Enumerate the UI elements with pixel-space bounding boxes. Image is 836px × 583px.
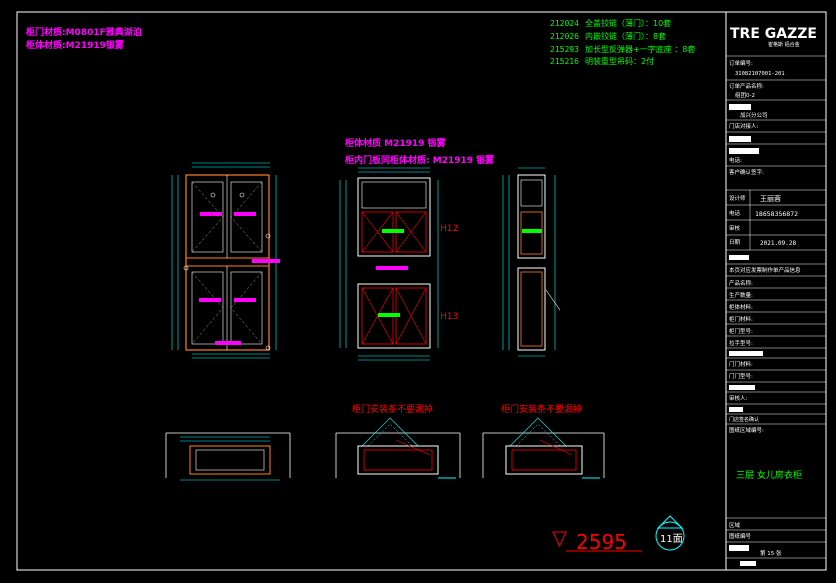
drawing-frame: [16, 11, 827, 571]
door-material-note: 柜门材质:M0801F雅典湖泊: [25, 26, 142, 38]
plan-view-1[interactable]: [165, 432, 291, 481]
hardware-text-2: 内嵌铰链（薄门）：8套: [585, 31, 666, 41]
order-name-label: 订单产品名称:: [729, 82, 764, 90]
plan-view-2[interactable]: [335, 417, 461, 479]
field-drawer-material: 门门材料:: [729, 360, 753, 368]
date-value: 2021.09.28: [760, 240, 797, 247]
center-inner-door-note: 柜内门板同柜体材质: M21919 银雾: [344, 154, 495, 166]
tel-label: 电话: [729, 209, 741, 217]
signer-label: 审核人:: [729, 394, 748, 402]
client-confirm-label: 客户确认签字:: [729, 168, 764, 176]
field-door-material: 柜门材料:: [729, 315, 753, 323]
page-region-label: 图纸区域编号:: [729, 426, 764, 434]
elevation-mark: 2595: [552, 530, 642, 554]
hardware-text-4: 明装重型吊码：2付: [585, 56, 654, 66]
review-label: 审核: [729, 224, 741, 232]
hardware-list: 212024 全盖铰链（薄门）：10套 212026 内嵌铰链（薄门）：8套 2…: [550, 18, 695, 66]
order-no: 31082107001-201: [735, 71, 785, 77]
page-label: 第 15 张: [760, 549, 782, 557]
field-handle-model: 拉手型号:: [729, 339, 753, 347]
brand-subtitle: 崔格斯 铝合金: [768, 41, 800, 48]
elevation-value: 2595: [576, 530, 627, 554]
hardware-code-1: 212024: [550, 19, 579, 28]
side-section-right[interactable]: [502, 167, 561, 357]
hardware-code-2: 212026: [550, 32, 579, 41]
field-door-model: 柜门型号:: [729, 327, 753, 335]
plan-view-3[interactable]: [482, 417, 605, 479]
cabinet-material-note: 柜体材质:M21919银雾: [25, 39, 125, 51]
hardware-text-1: 全盖铰链（薄门）：10套: [585, 18, 671, 28]
hardware-text-3: 加长型反弹器+一字底座 ：8套: [585, 44, 695, 54]
brand-logo: TRE GAZZE: [730, 26, 817, 42]
inner-elevation-center[interactable]: H12 H13: [339, 167, 458, 361]
red-note-plan-2: 柜门安装条不要漏掉: [501, 403, 582, 415]
field-product-name: 产品名称:: [729, 279, 753, 287]
field-drawer-model: 门门型号:: [729, 372, 753, 380]
area-label: 区域: [729, 521, 741, 529]
hardware-code-4: 215216: [550, 57, 579, 66]
front-elevation-left[interactable]: [171, 162, 280, 359]
factory-label: 门店签名确认: [729, 416, 759, 423]
date-label: 日期: [729, 239, 741, 246]
section-marker-label: 11面: [660, 534, 683, 545]
red-note-plan-1: 柜门安装条不要漏掉: [352, 403, 433, 415]
product-info-title: 本页对应发票制作单产品信息: [729, 266, 801, 274]
order-no-label: 订单编号:: [729, 59, 753, 67]
tel-value: 18658356872: [755, 210, 798, 218]
hardware-code-3: 215293: [550, 45, 579, 54]
room-title: 三层 女儿房衣柜: [736, 469, 802, 481]
designer-label: 设计师: [729, 194, 746, 202]
dimension-tag-h12: H12: [440, 224, 458, 234]
drawing-no-label: 图纸编号: [729, 532, 752, 540]
field-cabinet-material: 柜体材料:: [729, 303, 753, 311]
dimension-tag-h13: H13: [440, 312, 458, 322]
title-block: TRE GAZZE 崔格斯 铝合金 订单编号: 31082107001-201 …: [725, 11, 827, 571]
order-name: 组团0-2: [735, 91, 755, 99]
center-cabinet-material-note: 柜体材质 M21919 银雾: [344, 137, 447, 149]
section-marker[interactable]: 11面: [655, 515, 685, 551]
dealer-name: 加兴分公司: [740, 111, 768, 119]
designer-contact-label: 门店对接人:: [729, 122, 759, 130]
field-quantity: 生产数量:: [729, 291, 753, 299]
designer-name: 王丽蓉: [760, 194, 781, 203]
phone-label: 电话:: [729, 156, 742, 164]
